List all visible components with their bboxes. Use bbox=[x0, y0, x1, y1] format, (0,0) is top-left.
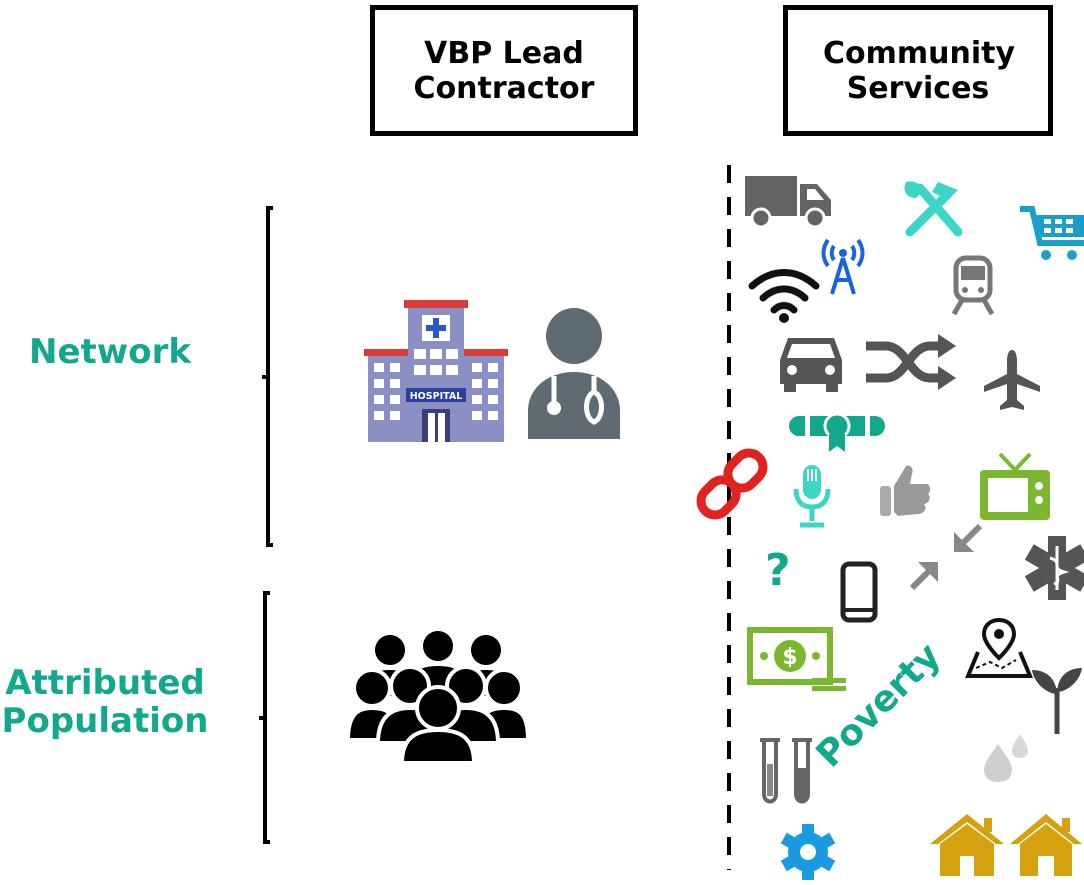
vbp-lead-contractor-box: VBP Lead Contractor bbox=[370, 5, 638, 136]
population-bracket bbox=[259, 591, 270, 844]
map-location-icon bbox=[965, 617, 1033, 678]
svg-text:$: $ bbox=[782, 645, 797, 670]
network-label: Network bbox=[29, 332, 191, 372]
medical-asterisk-icon bbox=[1024, 536, 1084, 600]
community-services-box: Community Services bbox=[783, 5, 1053, 136]
attributed-label-line2: Population bbox=[1, 701, 209, 741]
wifi-icon bbox=[748, 269, 820, 323]
gear-icon bbox=[780, 824, 836, 880]
water-drops-icon bbox=[984, 734, 1028, 782]
vbp-lead-contractor-label: VBP Lead Contractor bbox=[413, 35, 595, 106]
microphone-icon bbox=[793, 465, 831, 528]
train-icon bbox=[951, 255, 995, 316]
attributed-label-line1: Attributed bbox=[5, 663, 205, 703]
tools-icon bbox=[904, 181, 963, 237]
doctor-icon bbox=[528, 308, 620, 439]
people-group-icon bbox=[345, 627, 531, 765]
truck-icon bbox=[745, 176, 831, 229]
sprout-icon bbox=[1032, 668, 1082, 734]
compress-arrows-icon bbox=[909, 523, 983, 591]
smartphone-icon bbox=[840, 561, 878, 623]
house-icon-2 bbox=[1010, 814, 1082, 876]
tv-icon bbox=[980, 452, 1050, 520]
attributed-population-label: Attributed Population bbox=[0, 664, 240, 740]
hospital-sign-text: HOSPITAL bbox=[410, 391, 463, 402]
hospital-icon: HOSPITAL bbox=[364, 300, 508, 442]
airplane-icon bbox=[984, 350, 1040, 410]
shopping-cart-icon bbox=[1020, 206, 1084, 260]
money-icon: $ bbox=[747, 627, 846, 691]
test-tubes-icon bbox=[760, 738, 812, 804]
shuffle-icon bbox=[866, 334, 956, 390]
community-services-label: Community Services bbox=[823, 35, 1016, 106]
diploma-icon bbox=[789, 412, 885, 452]
broken-link-icon bbox=[696, 448, 768, 520]
antenna-icon bbox=[821, 238, 865, 295]
question-mark-icon: ? bbox=[765, 545, 791, 596]
dashed-divider bbox=[727, 165, 731, 870]
house-icon-1 bbox=[930, 814, 1004, 876]
thumbs-up-icon bbox=[880, 465, 931, 516]
car-icon bbox=[780, 338, 842, 392]
network-bracket bbox=[262, 206, 273, 547]
